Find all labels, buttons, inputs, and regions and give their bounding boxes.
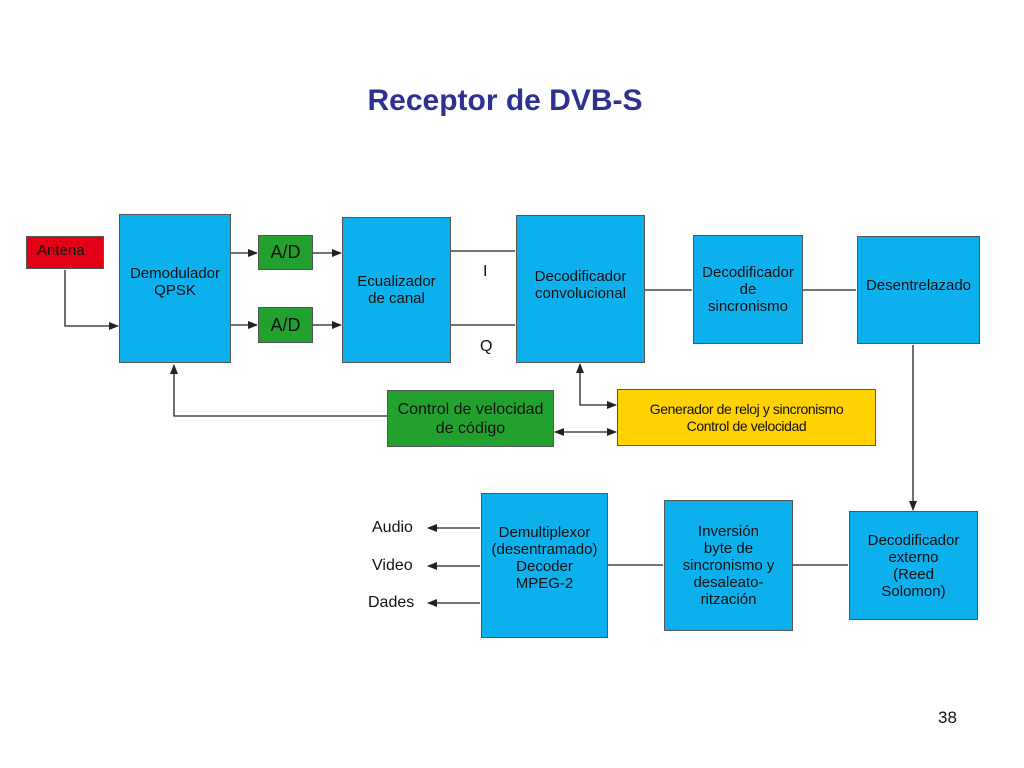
wire-conv-generador [576,363,617,409]
decodificador-sincronismo-block: Decodificador de sincronismo [693,235,803,344]
signal-q-label: Q [480,338,493,355]
control-velocidad-block: Control de velocidad de código [387,390,554,447]
output-video-label: Video [372,557,413,574]
wire-antena-demodulador [64,270,119,330]
output-dades-label: Dades [368,594,415,611]
ecualizador-block: Ecualizador de canal [342,217,451,363]
decodificador-convolucional-block: Decodificador convolucional [516,215,645,363]
antena-block: Antena [26,236,104,269]
demultiplexor-block: Demultiplexor (desentramado) Decoder MPE… [481,493,608,638]
desentrelazado-block: Desentrelazado [857,236,980,344]
signal-i-label: I [483,263,488,280]
ad-converter-bottom: A/D [258,307,313,343]
page-number: 38 [938,708,957,727]
demodulador-qpsk-block: Demodulador QPSK [119,214,231,363]
decodificador-externo-block: Decodificador externo (Reed Solomon) [849,511,978,620]
generador-reloj-block: Generador de reloj y sincronismo Control… [617,389,876,446]
page-title: Receptor de DVB-S [367,84,643,117]
output-audio-label: Audio [372,519,413,536]
inversion-byte-block: Inversión byte de sincronismo y desaleat… [664,500,793,631]
wire-control-demodulador [170,364,387,417]
ad-converter-top: A/D [258,235,313,270]
